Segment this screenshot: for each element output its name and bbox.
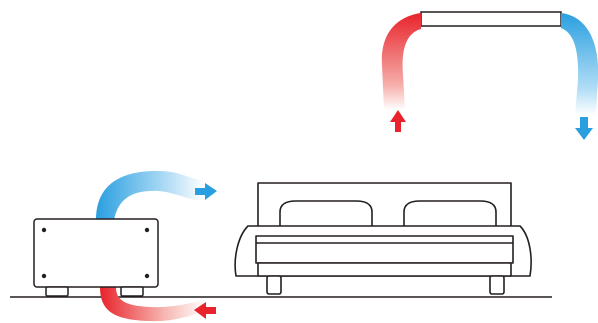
ceiling-ac-unit-icon: [420, 11, 562, 27]
bed-icon: [234, 182, 532, 295]
cool-air-right-arrow-icon: [195, 183, 217, 200]
warm-air-up-arrow-icon: [390, 110, 406, 132]
ceiling-right-airflow: [561, 13, 598, 140]
floor-heater-unit-icon: [33, 218, 159, 297]
floor-unit-bottom-airflow: [100, 287, 216, 322]
floor-unit-top-airflow: [96, 170, 217, 220]
cool-air-down-arrow-icon: [575, 117, 593, 140]
warm-air-left-arrow-icon: [194, 302, 216, 319]
ceiling-left-airflow: [381, 13, 421, 132]
